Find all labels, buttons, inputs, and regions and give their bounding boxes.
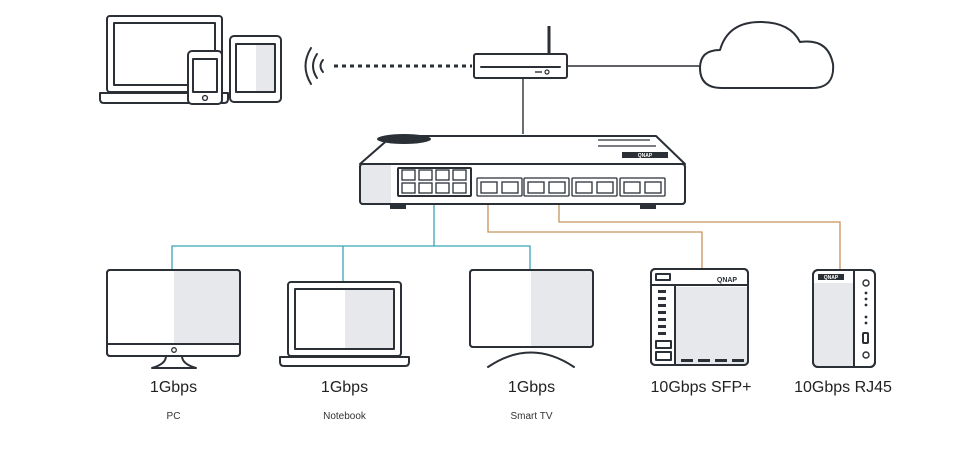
network-switch-icon: QNAP bbox=[359, 134, 686, 209]
nas-rj45-speed-label: 10Gbps RJ45 bbox=[794, 379, 892, 396]
notebook-type-label: Notebook bbox=[323, 411, 366, 422]
uplinks bbox=[334, 64, 712, 134]
nas-sfp-icon: QNAP bbox=[650, 268, 749, 366]
cloud-icon bbox=[699, 21, 835, 89]
nas-rj45-icon: QNAP bbox=[812, 269, 876, 368]
router-icon bbox=[473, 26, 568, 79]
pc-speed-label: 1Gbps bbox=[149, 379, 198, 396]
svg-text:QNAP: QNAP bbox=[638, 153, 653, 159]
pc-type-label: PC bbox=[166, 411, 181, 422]
links-10g bbox=[487, 196, 841, 270]
phone-icon bbox=[187, 50, 223, 105]
tv-speed-label: 1Gbps bbox=[507, 379, 556, 396]
smart-tv-icon bbox=[469, 269, 594, 368]
notebook-speed-label: 1Gbps bbox=[320, 379, 369, 396]
tablet-icon bbox=[229, 35, 282, 103]
svg-text:QNAP: QNAP bbox=[717, 277, 738, 284]
svg-text:QNAP: QNAP bbox=[824, 275, 839, 281]
notebook-icon bbox=[279, 281, 410, 367]
wifi-icon bbox=[304, 47, 324, 85]
pc-monitor-icon bbox=[106, 269, 241, 369]
nas-sfp-speed-label: 10Gbps SFP+ bbox=[650, 379, 752, 396]
tv-type-label: Smart TV bbox=[510, 411, 553, 422]
